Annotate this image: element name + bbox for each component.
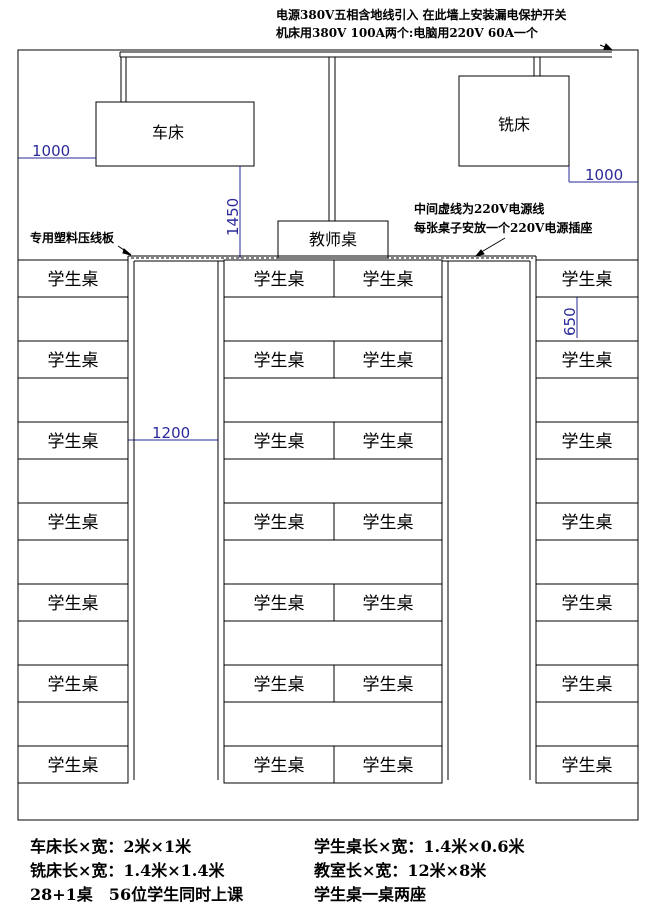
student-desk [535, 502, 639, 541]
dimension-lines [18, 157, 638, 441]
student-desk-label: 学生桌 [562, 594, 613, 614]
student-desk-label: 学生桌 [48, 270, 99, 290]
dim-1200: 1200 [152, 424, 190, 442]
student-desks: 学生桌学生桌学生桌学生桌学生桌学生桌学生桌学生桌学生桌学生桌学生桌学生桌学生桌学… [17, 259, 639, 784]
student-desk-label: 学生桌 [562, 513, 613, 533]
student-desk-label: 学生桌 [48, 594, 99, 614]
middle-note-line2: 每张桌子安放一个220V电源插座 [414, 220, 592, 235]
legend-line1-left: 车床长×宽：2米×1米 [30, 837, 192, 856]
student-desk-label: 学生桌 [48, 432, 99, 452]
mill-box [458, 75, 570, 167]
student-desk [223, 340, 335, 379]
student-desk [333, 340, 443, 379]
middle-note-line1: 中间虚线为220V电源线 [414, 201, 544, 216]
teacher-desk [277, 220, 389, 259]
student-desk-label: 学生桌 [562, 756, 613, 776]
legend-line2-right: 教室长×宽：12米×8米 [314, 861, 487, 880]
student-desk-label: 学生桌 [363, 675, 414, 695]
student-desk-label: 学生桌 [562, 270, 613, 290]
student-desk [17, 421, 129, 460]
student-desk [535, 745, 639, 784]
student-desk [17, 502, 129, 541]
student-desk [333, 421, 443, 460]
dim-1450: 1450 [224, 198, 242, 236]
student-desk-label: 学生桌 [254, 513, 305, 533]
lathe-label: 车床 [152, 123, 184, 142]
student-desk-label: 学生桌 [254, 270, 305, 290]
student-desk-label: 学生桌 [48, 756, 99, 776]
legend-line3-right: 学生桌一桌两座 [314, 885, 426, 904]
mill-label: 铣床 [498, 115, 530, 134]
switch-arrow [599, 43, 614, 51]
dim-right-1000: 1000 [585, 166, 623, 184]
student-desk [333, 664, 443, 703]
legend-line1-right: 学生桌长×宽：1.4米×0.6米 [314, 837, 525, 856]
student-desk [223, 745, 335, 784]
student-desk-label: 学生桌 [254, 594, 305, 614]
student-desk [535, 259, 639, 298]
student-desk [535, 664, 639, 703]
student-desk-label: 学生桌 [48, 513, 99, 533]
student-desk-label: 学生桌 [363, 432, 414, 452]
student-desk-label: 学生桌 [562, 675, 613, 695]
student-desk [17, 340, 129, 379]
student-desk-label: 学生桌 [363, 270, 414, 290]
student-desk-label: 学生桌 [363, 594, 414, 614]
top-trunking [119, 51, 612, 258]
student-desk [223, 583, 335, 622]
legend-line2-left: 铣床长×宽：1.4米×1.4米 [30, 861, 225, 880]
teacher-desk-label: 教师桌 [309, 230, 357, 249]
student-desk-label: 学生桌 [562, 351, 613, 371]
student-desk-label: 学生桌 [254, 351, 305, 371]
student-desk [17, 664, 129, 703]
student-desk-label: 学生桌 [48, 675, 99, 695]
student-desk [535, 340, 639, 379]
student-desk [17, 745, 129, 784]
student-desk [223, 502, 335, 541]
student-desk [333, 259, 443, 298]
student-desk [333, 745, 443, 784]
student-desk-label: 学生桌 [363, 756, 414, 776]
student-desk [535, 583, 639, 622]
student-desk-label: 学生桌 [254, 675, 305, 695]
annotation-arrows [117, 237, 506, 257]
student-desk [333, 502, 443, 541]
legend-line3-left: 28+1桌 56位学生同时上课 [30, 885, 244, 904]
student-desk-label: 学生桌 [254, 432, 305, 452]
student-desk [17, 259, 129, 298]
student-desk [535, 421, 639, 460]
student-desk-label: 学生桌 [363, 351, 414, 371]
student-desk-label: 学生桌 [254, 756, 305, 776]
trunking-note: 专用塑料压线板 [30, 230, 115, 245]
student-desk-label: 学生桌 [363, 513, 414, 533]
lathe-box [95, 101, 255, 167]
student-desk [17, 583, 129, 622]
student-desk [223, 421, 335, 460]
power-note-line1: 电源380V五相含地线引入 在此墙上安装漏电保护开关 [276, 7, 567, 22]
student-desk-label: 学生桌 [562, 432, 613, 452]
student-desk [333, 583, 443, 622]
power-note-line2: 机床用380V 100A两个:电脑用220V 60A一个 [276, 25, 539, 40]
student-desk-label: 学生桌 [48, 351, 99, 371]
dim-650: 650 [561, 307, 579, 336]
dim-left-1000: 1000 [32, 142, 70, 160]
